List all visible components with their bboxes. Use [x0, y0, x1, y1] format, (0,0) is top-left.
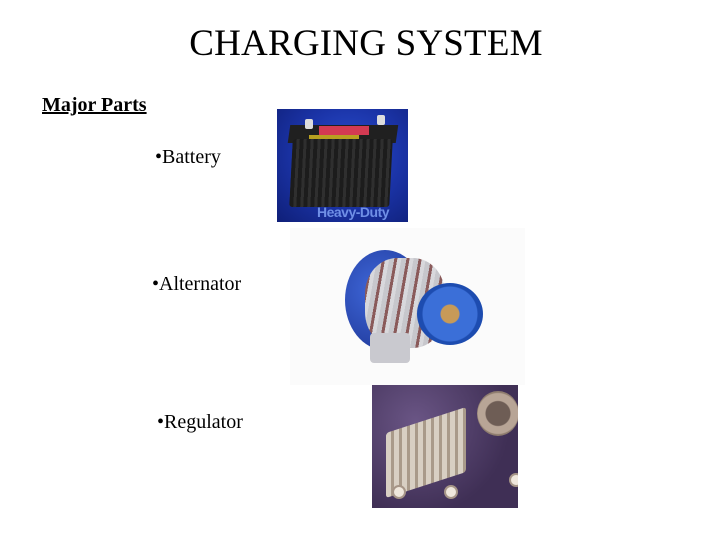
- battery-label-red: [319, 126, 369, 135]
- alternator-pulley: [417, 283, 483, 345]
- regulator-photo: [372, 385, 518, 508]
- battery-photo: Heavy-Duty: [277, 109, 408, 222]
- slide-title: CHARGING SYSTEM: [189, 23, 543, 64]
- regulator-connector: [477, 391, 518, 436]
- battery-caption: Heavy-Duty: [317, 204, 390, 220]
- regulator-mount-hole: [444, 485, 458, 499]
- bullet-battery: •Battery: [155, 146, 221, 168]
- battery-terminal: [377, 115, 385, 125]
- regulator-mount-hole: [392, 485, 406, 499]
- bullet-regulator: •Regulator: [157, 411, 243, 433]
- battery-case: [289, 139, 393, 207]
- alternator-photo: [290, 228, 525, 385]
- battery-terminal: [305, 119, 313, 129]
- bullet-alternator: •Alternator: [152, 273, 242, 295]
- alternator-bracket: [370, 333, 410, 363]
- regulator-mount-hole: [509, 473, 518, 487]
- section-heading: Major Parts: [42, 94, 147, 116]
